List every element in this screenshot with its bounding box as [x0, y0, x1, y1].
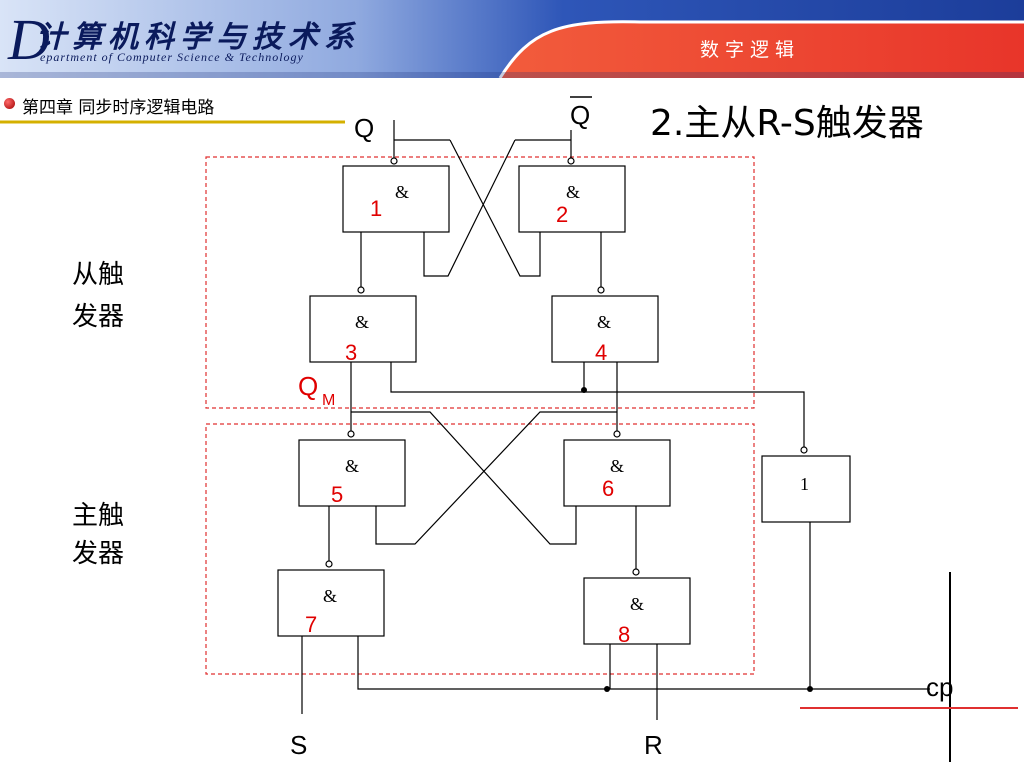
bubble-gate-6: [613, 430, 621, 438]
bubble-gate-2: [567, 157, 575, 165]
s-input-label: S: [290, 730, 307, 760]
bubble-gate-8: [632, 568, 640, 576]
bubble-gate-4: [597, 286, 605, 294]
chapter-underline: [0, 120, 345, 124]
gate-4-box: [551, 295, 659, 363]
gate-2-symbol: &: [566, 182, 580, 202]
qm-label: Q: [298, 371, 318, 401]
master-dashed-box: [205, 423, 755, 675]
logo-chinese-name: 计算机科学与技术系: [36, 20, 360, 55]
slave-label-line1: 从触: [72, 260, 124, 290]
gate-3-symbol: &: [355, 312, 369, 332]
gate-2-number: 2: [556, 202, 568, 227]
gate-2-box: [518, 165, 626, 233]
gate-1-symbol: &: [395, 182, 409, 202]
gate-7-box: [277, 569, 385, 637]
bullet-icon: [4, 98, 15, 109]
slave-label-line2: 发器: [72, 302, 124, 332]
not-gate-symbol: 1: [800, 474, 809, 494]
gate-6-symbol: &: [610, 456, 624, 476]
bubble-not-gate: [800, 446, 808, 454]
slide-title: 2.主从R-S触发器: [650, 103, 924, 144]
master-label-line1: 主触: [72, 501, 124, 531]
bubble-gate-5: [347, 430, 355, 438]
bubble-gate-3: [357, 286, 365, 294]
bubble-gate-1: [390, 157, 398, 165]
gate-7-symbol: &: [323, 586, 337, 606]
gate-5-number: 5: [331, 482, 343, 507]
logo-letter: D: [8, 7, 50, 72]
gate-5-box: [298, 439, 406, 507]
bubble-gate-7: [325, 560, 333, 568]
master-label-line2: 发器: [72, 539, 124, 569]
chapter-title: 第四章 同步时序逻辑电路: [22, 98, 215, 118]
gate-6-box: [563, 439, 671, 507]
gate-6-number: 6: [602, 476, 614, 501]
logo-english-name: epartment of Computer Science & Technolo…: [40, 50, 304, 64]
gate-8-box: [583, 577, 691, 645]
gate-5-symbol: &: [345, 456, 359, 476]
gate-8-symbol: &: [630, 594, 644, 614]
gate-1-box: [342, 165, 450, 233]
r-input-label: R: [644, 730, 663, 760]
cp-input-label: cp: [926, 672, 953, 702]
gate-3-number: 3: [345, 340, 357, 365]
not-gate-box: [761, 455, 851, 523]
gate-4-number: 4: [595, 340, 607, 365]
gate-8-number: 8: [618, 622, 630, 647]
qm-subscript: M: [322, 392, 335, 409]
gate-7-number: 7: [305, 612, 317, 637]
header-banner: [0, 0, 1024, 78]
course-title: 数字逻辑: [700, 39, 801, 61]
gate-1-number: 1: [370, 196, 382, 221]
gate-3-box: [309, 295, 417, 363]
slave-dashed-box: [205, 156, 755, 409]
gate-4-symbol: &: [597, 312, 611, 332]
qbar-output-label: Q: [570, 100, 590, 130]
q-output-label: Q: [354, 113, 374, 143]
